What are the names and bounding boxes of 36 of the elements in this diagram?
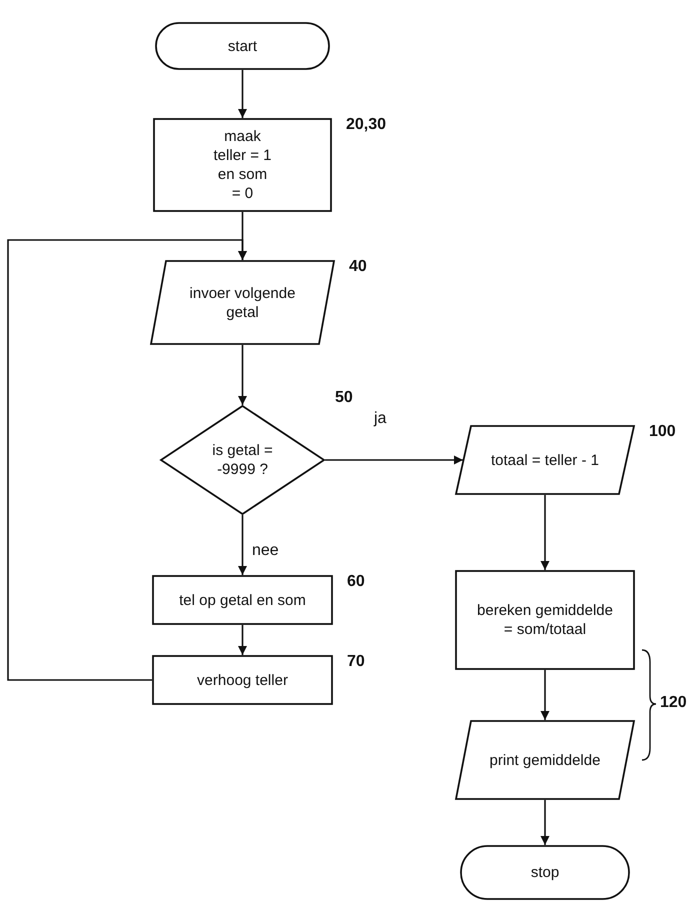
node-label: totaal = teller - 1 [490,450,600,470]
flow-arrow [238,515,247,575]
node-label: bereken gemiddelde = som/totaal [476,601,614,639]
step-number: 40 [349,258,367,276]
step-number: 100 [649,423,676,441]
step-number: 60 [347,573,365,591]
step-number: 50 [335,389,353,407]
flow-arrow [238,70,247,118]
step-number: 70 [347,653,365,671]
process-box [152,575,333,625]
input-output-parallelogram [455,720,635,800]
flow-arrow [540,495,550,570]
node-label: stop [530,863,560,882]
node-label: print gemiddelde [488,750,602,770]
input-output-parallelogram [455,425,635,495]
input-output-parallelogram [150,260,335,345]
flow-arrow [238,345,247,405]
node-label: start [226,36,258,56]
flow-arrow [7,239,247,681]
node-label: verhoog teller [196,670,289,690]
decision-diamond [160,405,325,515]
flow-arrow [238,625,247,655]
node-label: tel op getal en som [178,590,307,610]
terminal-shape [155,22,330,70]
node-label: invoer volgende getal [188,284,296,322]
node-label: is getal = -9999 ? [211,441,274,479]
process-box [455,570,635,670]
step-number: 120 [660,694,687,712]
process-box [152,655,333,705]
step-number: 20,30 [346,116,386,134]
flow-arrow [540,800,550,845]
edge-label: ja [372,410,388,428]
flow-arrow [540,670,550,720]
process-box [153,118,332,212]
flow-arrow [325,456,463,464]
node-label: maak teller = 1 en som = 0 [212,127,272,203]
